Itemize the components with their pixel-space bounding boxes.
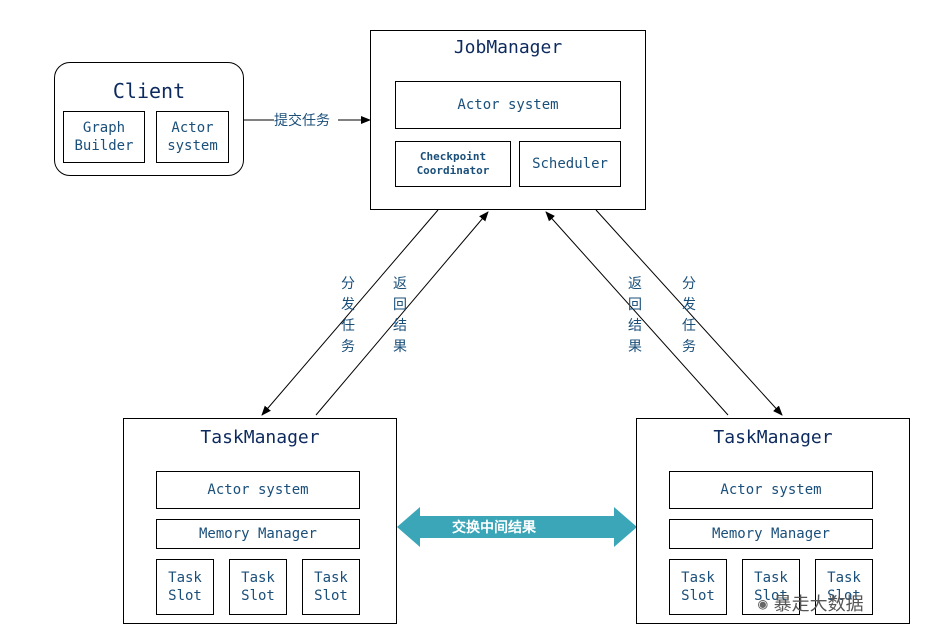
task-manager-left-box: TaskManager Actor system Memory Manager … — [123, 418, 397, 624]
exchange-double-arrow — [397, 507, 637, 547]
scheduler-box: Scheduler — [519, 141, 621, 187]
exchange-result-label: 交换中间结果 — [452, 520, 536, 536]
tm-left-task-slot-1: Task Slot — [156, 559, 214, 615]
job-manager-title: JobManager — [453, 37, 563, 58]
checkpoint-coordinator-box: Checkpoint Coordinator — [395, 141, 511, 187]
tm-left-memory-manager-box: Memory Manager — [156, 519, 360, 549]
return-arrow-right — [545, 211, 729, 416]
tm-left-task-slot-3: Task Slot — [302, 559, 360, 615]
graph-builder-box: Graph Builder — [63, 111, 145, 163]
client-actor-system-box: Actor system — [156, 111, 229, 163]
distribute-task-label-left: 分 发 任 务 — [341, 276, 355, 355]
task-manager-right-title: TaskManager — [713, 427, 833, 448]
tm-right-task-slot-2: Task Slot — [742, 559, 800, 615]
tm-left-task-slot-2: Task Slot — [229, 559, 287, 615]
return-result-label-right: 返 回 结 果 — [628, 276, 642, 355]
tm-right-task-slot-3: Task Slot — [815, 559, 873, 615]
client-box: Client Graph Builder Actor system — [54, 62, 244, 176]
tm-right-memory-manager-box: Memory Manager — [669, 519, 873, 549]
wechat-icon: ◉ — [758, 593, 768, 613]
watermark-text: 暴走大数据 — [773, 594, 864, 615]
distribute-task-label-right: 分 发 任 务 — [682, 276, 696, 355]
distribute-arrow-right — [595, 209, 783, 416]
watermark: ◉ 暴走大数据 — [758, 590, 864, 616]
tm-right-task-slot-1: Task Slot — [669, 559, 727, 615]
return-result-label-left: 返 回 结 果 — [393, 276, 407, 355]
tm-right-actor-system-box: Actor system — [669, 471, 873, 509]
client-title: Client — [112, 79, 186, 103]
task-manager-left-title: TaskManager — [200, 427, 320, 448]
submit-task-label: 提交任务 — [274, 110, 330, 130]
return-arrow-left — [315, 211, 489, 416]
task-manager-right-box: TaskManager Actor system Memory Manager … — [636, 418, 910, 624]
jm-actor-system-box: Actor system — [395, 81, 621, 129]
distribute-arrow-left — [261, 209, 439, 416]
tm-left-actor-system-box: Actor system — [156, 471, 360, 509]
job-manager-box: JobManager Actor system Checkpoint Coord… — [370, 30, 646, 210]
